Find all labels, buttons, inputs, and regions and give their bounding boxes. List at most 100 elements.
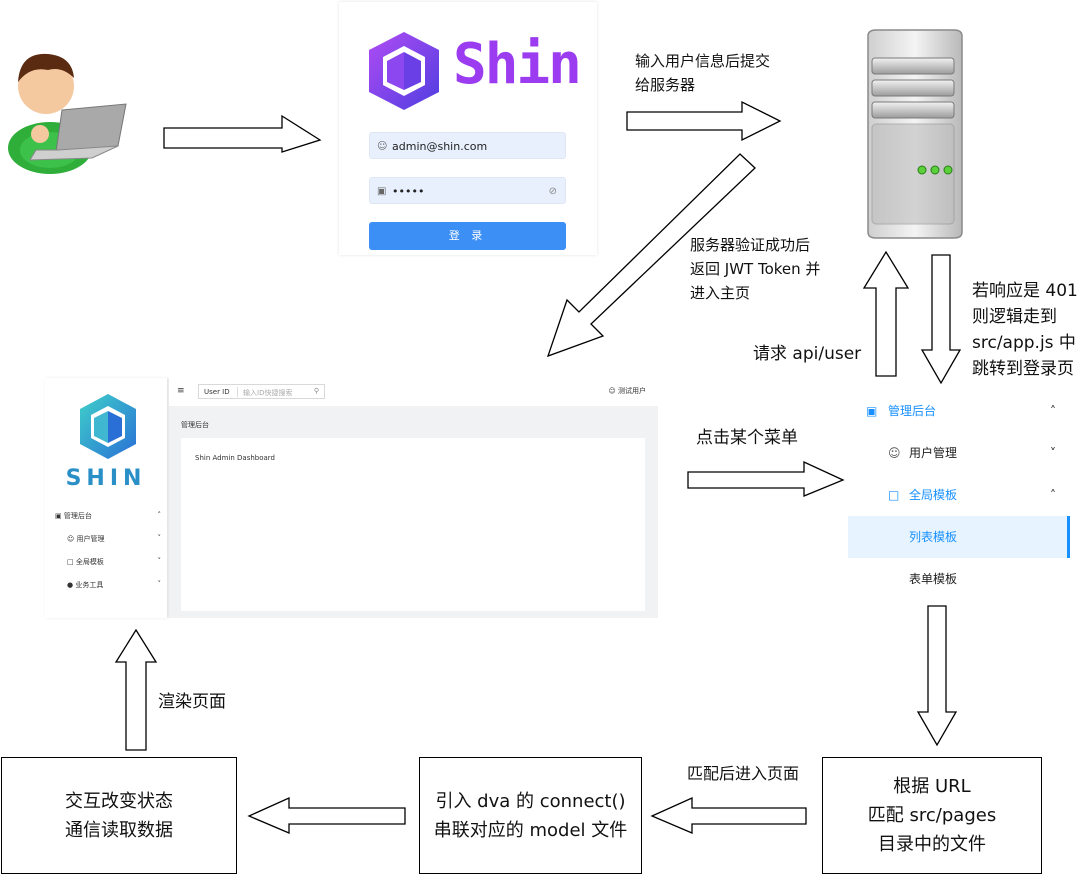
dashboard-sidebar: SHIN ▣ 管理后台 ˄ ☺ 用户管理 ˅ □ 全局模板 ˅ ● 业务工具 ˅: [45, 378, 167, 618]
menu-item-admin[interactable]: ▣ 管理后台 ˄: [848, 390, 1070, 432]
note-match-enter: 匹配后进入页面: [687, 764, 800, 783]
arrow-dashboard-to-menu: [687, 460, 845, 497]
chevron-down-icon: ˅: [157, 534, 162, 542]
menu-item-label: 用户管理: [909, 446, 958, 460]
box-line: 目录中的文件: [878, 834, 986, 855]
divider: [237, 387, 238, 397]
note-verify: 服务器验证成功后 返回 JWT Token 并 进入主页: [690, 233, 820, 305]
arrow-url-to-dva: [650, 796, 807, 834]
note-line: 进入主页: [690, 284, 751, 302]
user-icon: ☺: [608, 387, 616, 395]
search-input[interactable]: 输入ID快捷搜索: [243, 389, 293, 397]
menu-screenshot: ▣ 管理后台 ˄ ☺ 用户管理 ˅ □ 全局模板 ˄ 列表模板 表单模板: [848, 390, 1070, 598]
login-brand: Shin: [453, 32, 582, 97]
note-request-api: 请求 api/user: [753, 344, 862, 364]
breadcrumb: 管理后台: [181, 421, 209, 429]
user-icon: ☺: [67, 535, 75, 543]
search-group: User ID 输入ID快捷搜索 ⚲: [198, 384, 325, 399]
monitor-icon: ▣: [55, 512, 62, 520]
lock-icon: ▣: [377, 186, 387, 197]
note-line: 若响应是 401: [972, 281, 1078, 301]
menu-item-label: 列表模板: [909, 530, 958, 544]
note-line: 服务器验证成功后: [690, 236, 811, 254]
interaction-box: 交互改变状态 通信读取数据: [1, 757, 237, 874]
search-icon[interactable]: ⚲: [313, 387, 319, 395]
box-line: 引入 dva 的 connect(): [435, 790, 626, 812]
shin-cube-logo-icon: [80, 394, 136, 459]
note-line: 返回 JWT Token 并: [690, 260, 821, 278]
note-line: 输入用户信息后提交: [635, 52, 771, 70]
user-name: 测试用户: [618, 387, 646, 395]
server-icon: [867, 29, 963, 239]
note-line: 跳转到登录页: [972, 359, 1074, 379]
login-button[interactable]: 登 录: [369, 222, 566, 250]
arrow-response-down: [920, 254, 962, 385]
file-icon: □: [888, 488, 900, 502]
note-line: src/app.js 中: [972, 333, 1076, 353]
arrow-server-to-dashboard: [546, 153, 756, 358]
sidebar-item-tools[interactable]: ● 业务工具 ˅: [67, 580, 161, 590]
sidebar-item-label: 管理后台: [63, 512, 92, 520]
shin-cube-logo-icon: [369, 32, 439, 110]
menu-item-templates[interactable]: □ 全局模板 ˄: [848, 474, 1070, 516]
chevron-down-icon: ˅: [157, 557, 162, 565]
chevron-up-icon: ˄: [157, 511, 162, 519]
user-icon: ☺: [377, 141, 388, 152]
chevron-up-icon: ˄: [1050, 404, 1056, 418]
password-field[interactable]: ▣ ••••• ⊘: [369, 177, 566, 204]
current-user[interactable]: ☺ 测试用户: [608, 386, 646, 396]
box-line: 匹配 src/pages: [867, 805, 997, 826]
box-line: 交互改变状态: [65, 790, 173, 812]
email-field[interactable]: ☺ admin@shin.com: [369, 132, 566, 159]
box-line: 通信读取数据: [65, 819, 173, 841]
dashboard-screenshot: SHIN ▣ 管理后台 ˄ ☺ 用户管理 ˅ □ 全局模板 ˅ ● 业务工具 ˅…: [45, 378, 658, 618]
menu-item-label: 表单模板: [909, 572, 958, 586]
eye-hidden-icon[interactable]: ⊘: [548, 186, 557, 197]
user-icon: ☺: [888, 446, 901, 460]
arrow-request-up: [862, 250, 910, 377]
note-click-menu: 点击某个菜单: [696, 428, 798, 448]
email-value: admin@shin.com: [392, 140, 488, 153]
content-card: Shin Admin Dashboard: [181, 438, 645, 611]
sidebar-item-label: 用户管理: [76, 535, 105, 543]
arrow-login-to-server: [626, 100, 782, 142]
dashboard-brand: SHIN: [65, 466, 147, 491]
dashboard-header: ≡ User ID 输入ID快捷搜索 ⚲ ☺ 测试用户: [169, 378, 658, 406]
arrow-user-to-login: [163, 114, 322, 153]
arrow-dva-to-interaction: [247, 796, 406, 834]
menu-item-label: 全局模板: [909, 488, 958, 502]
menu-item-label: 管理后台: [888, 404, 937, 418]
menu-item-list-template[interactable]: 列表模板: [848, 516, 1070, 558]
sidebar-item-users[interactable]: ☺ 用户管理 ˅: [67, 534, 161, 544]
sidebar-item-admin[interactable]: ▣ 管理后台 ˄: [55, 511, 161, 521]
sidebar-item-label: 全局模板: [75, 558, 104, 566]
chevron-up-icon: ˄: [1050, 488, 1056, 502]
password-value: •••••: [392, 185, 425, 198]
github-icon: ●: [67, 581, 74, 589]
content-title: Shin Admin Dashboard: [195, 454, 275, 462]
login-screenshot: Shin ☺ admin@shin.com ▣ ••••• ⊘ 登 录: [339, 2, 597, 255]
note-response-401: 若响应是 401 则逻辑走到 src/app.js 中 跳转到登录页: [972, 278, 1078, 382]
arrow-render-up: [114, 628, 158, 751]
chevron-down-icon: ˅: [157, 580, 162, 588]
note-submit: 输入用户信息后提交 给服务器: [635, 49, 770, 97]
file-icon: □: [67, 558, 74, 566]
sidebar-item-templates[interactable]: □ 全局模板 ˅: [67, 557, 161, 567]
box-line: 串联对应的 model 文件: [433, 819, 628, 841]
url-match-box: 根据 URL 匹配 src/pages 目录中的文件: [822, 757, 1042, 874]
note-render: 渲染页面: [158, 692, 226, 712]
monitor-icon: ▣: [866, 404, 878, 418]
search-select[interactable]: User ID: [204, 388, 230, 396]
arrow-menu-to-url: [916, 605, 958, 747]
user-laptop-icon: [8, 53, 127, 174]
note-line: 给服务器: [635, 76, 696, 94]
menu-fold-icon[interactable]: ≡: [177, 386, 185, 396]
box-line: 根据 URL: [893, 776, 971, 797]
menu-item-users[interactable]: ☺ 用户管理 ˅: [848, 432, 1070, 474]
sidebar-item-label: 业务工具: [75, 581, 104, 589]
chevron-down-icon: ˅: [1050, 446, 1056, 460]
note-line: 则逻辑走到: [972, 307, 1057, 327]
dva-connect-box: 引入 dva 的 connect() 串联对应的 model 文件: [419, 757, 642, 874]
menu-item-form-template[interactable]: 表单模板: [848, 558, 1070, 600]
